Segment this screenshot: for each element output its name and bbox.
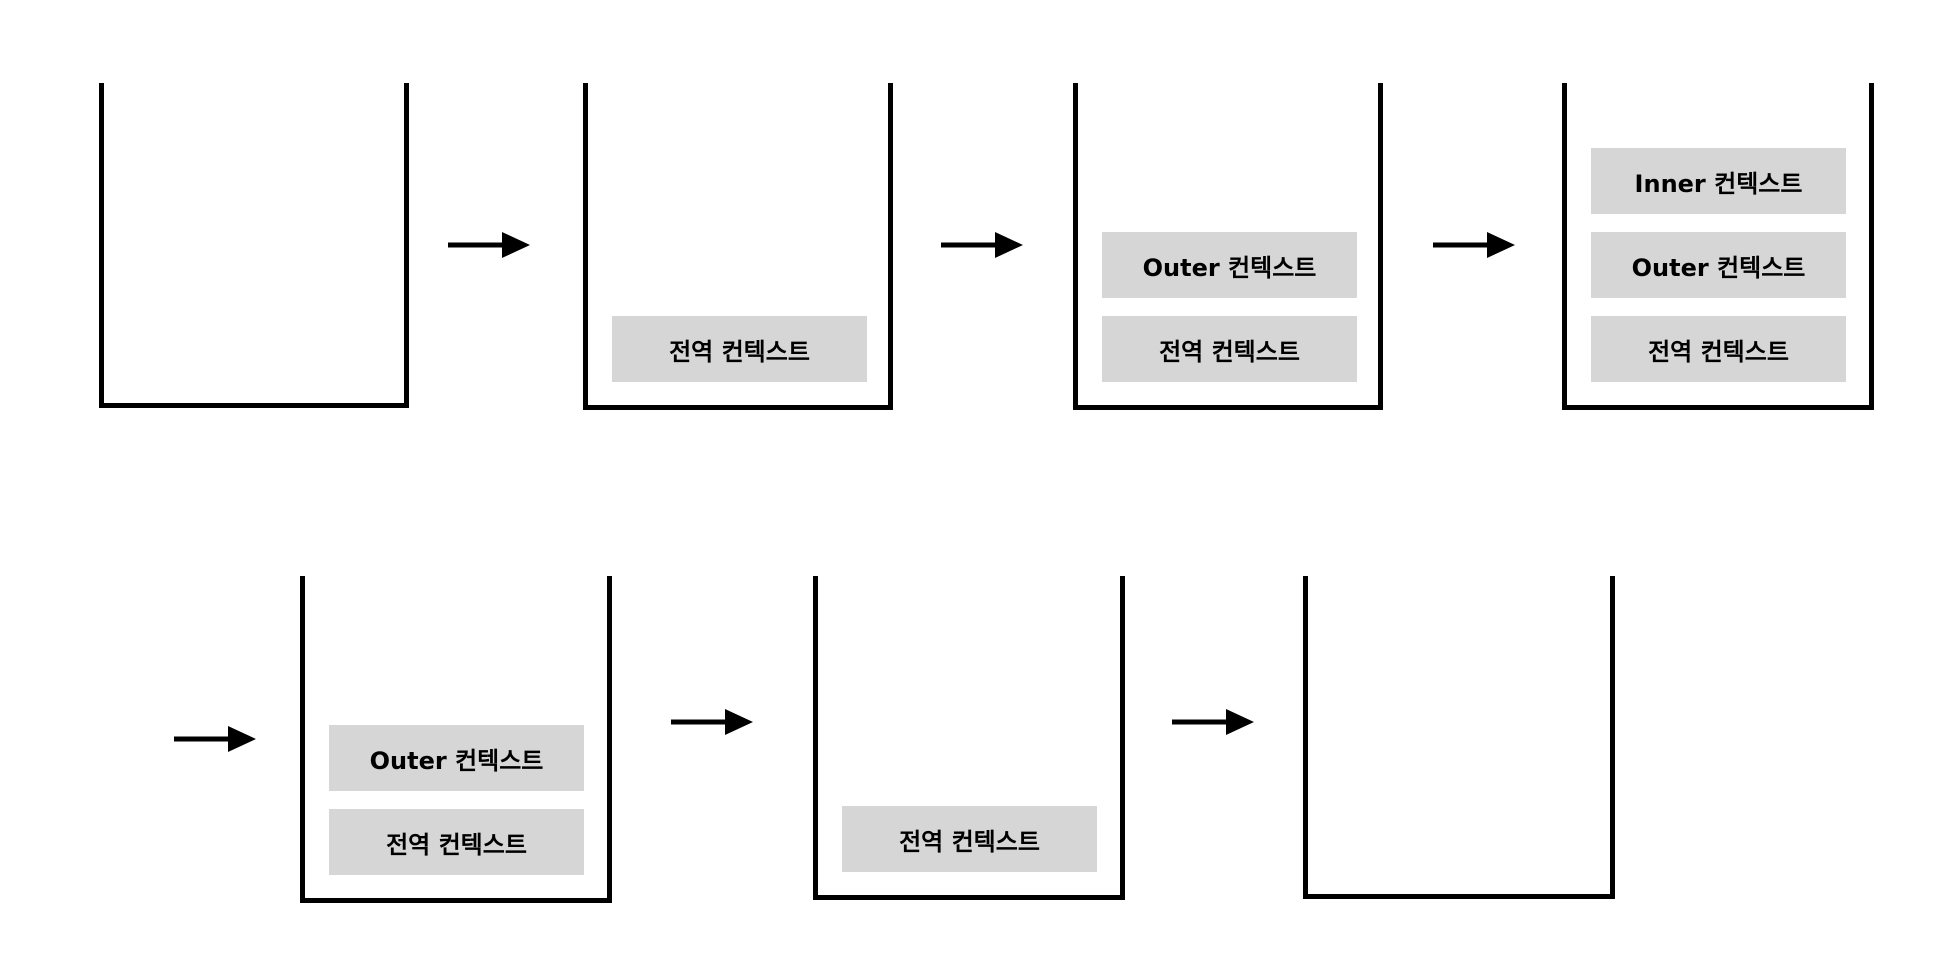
stack-state-4: Inner 컨텍스트 Outer 컨텍스트 전역 컨텍스트	[1562, 83, 1874, 410]
arrow-right-icon	[671, 708, 753, 736]
frame-inner-context: Inner 컨텍스트	[1591, 148, 1846, 214]
frame-global-context: 전역 컨텍스트	[1102, 316, 1357, 382]
stack-state-7	[1303, 576, 1615, 899]
frame-outer-context: Outer 컨텍스트	[1102, 232, 1357, 298]
frame-global-context: 전역 컨텍스트	[842, 806, 1097, 872]
arrow-right-icon	[174, 725, 256, 753]
arrow-right-icon	[941, 231, 1023, 259]
stack-state-2: 전역 컨텍스트	[583, 83, 893, 410]
stack-state-6: 전역 컨텍스트	[813, 576, 1125, 900]
stack-state-3: Outer 컨텍스트 전역 컨텍스트	[1073, 83, 1383, 410]
frame-global-context: 전역 컨텍스트	[1591, 316, 1846, 382]
frame-global-context: 전역 컨텍스트	[329, 809, 584, 875]
stack-state-5: Outer 컨텍스트 전역 컨텍스트	[300, 576, 612, 903]
frame-outer-context: Outer 컨텍스트	[1591, 232, 1846, 298]
frame-global-context: 전역 컨텍스트	[612, 316, 867, 382]
arrow-right-icon	[1433, 231, 1515, 259]
arrow-right-icon	[1172, 708, 1254, 736]
frame-outer-context: Outer 컨텍스트	[329, 725, 584, 791]
arrow-right-icon	[448, 231, 530, 259]
stack-state-1	[99, 83, 409, 408]
